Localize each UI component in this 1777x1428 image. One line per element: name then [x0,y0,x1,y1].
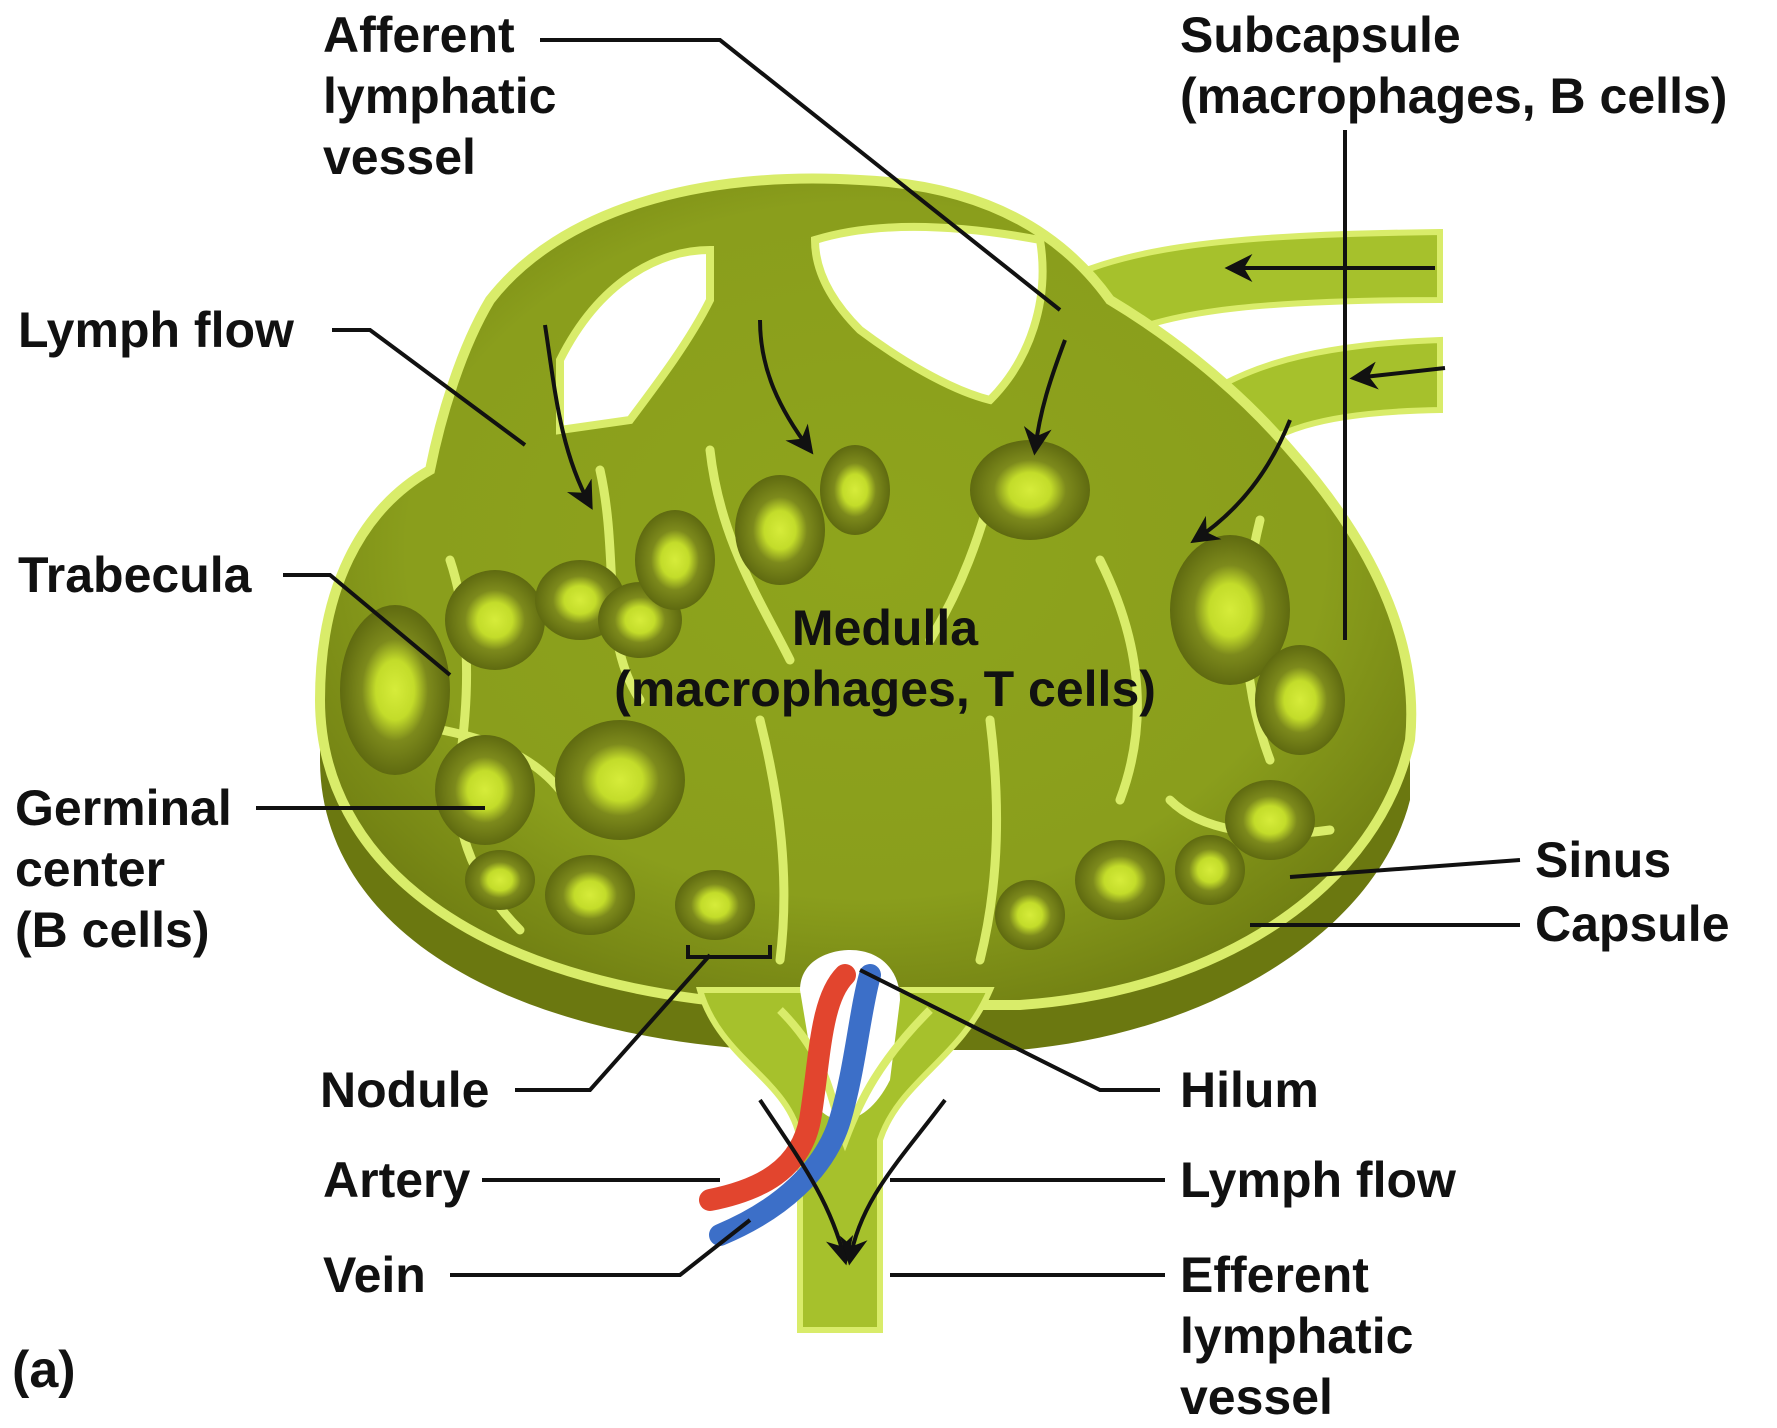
label-subcapsule: Subcapsule (macrophages, B cells) [1180,5,1727,127]
label-subcapsule-line2: (macrophages, B cells) [1180,66,1727,127]
label-efferent-line1: Efferent [1180,1245,1413,1306]
label-sinus: Sinus [1535,830,1671,890]
label-medulla-line1: Medulla [590,598,1180,659]
label-capsule: Capsule [1535,894,1730,954]
label-lymph-flow-top: Lymph flow [18,300,294,360]
label-germinal-line1: Germinal [15,778,232,839]
label-germinal-line3: (B cells) [15,900,232,961]
label-lymph-flow-bottom: Lymph flow [1180,1150,1456,1210]
label-afferent-line1: Afferent [323,5,556,66]
label-efferent-line2: lymphatic [1180,1306,1413,1367]
label-efferent-line3: vessel [1180,1367,1413,1428]
label-medulla-line2: (macrophages, T cells) [590,659,1180,720]
label-hilum: Hilum [1180,1060,1319,1120]
label-germinal-center: Germinal center (B cells) [15,778,232,961]
panel-label: (a) [12,1340,76,1400]
label-afferent-line2: lymphatic [323,66,556,127]
label-germinal-line2: center [15,839,232,900]
label-subcapsule-line1: Subcapsule [1180,5,1727,66]
label-medulla: Medulla (macrophages, T cells) [590,598,1180,720]
label-efferent-vessel: Efferent lymphatic vessel [1180,1245,1413,1428]
label-trabecula: Trabecula [18,545,251,605]
label-artery: Artery [323,1150,470,1210]
label-nodule: Nodule [320,1060,489,1120]
label-afferent-line3: vessel [323,127,556,188]
label-vein: Vein [323,1245,426,1305]
label-afferent-vessel: Afferent lymphatic vessel [323,5,556,188]
